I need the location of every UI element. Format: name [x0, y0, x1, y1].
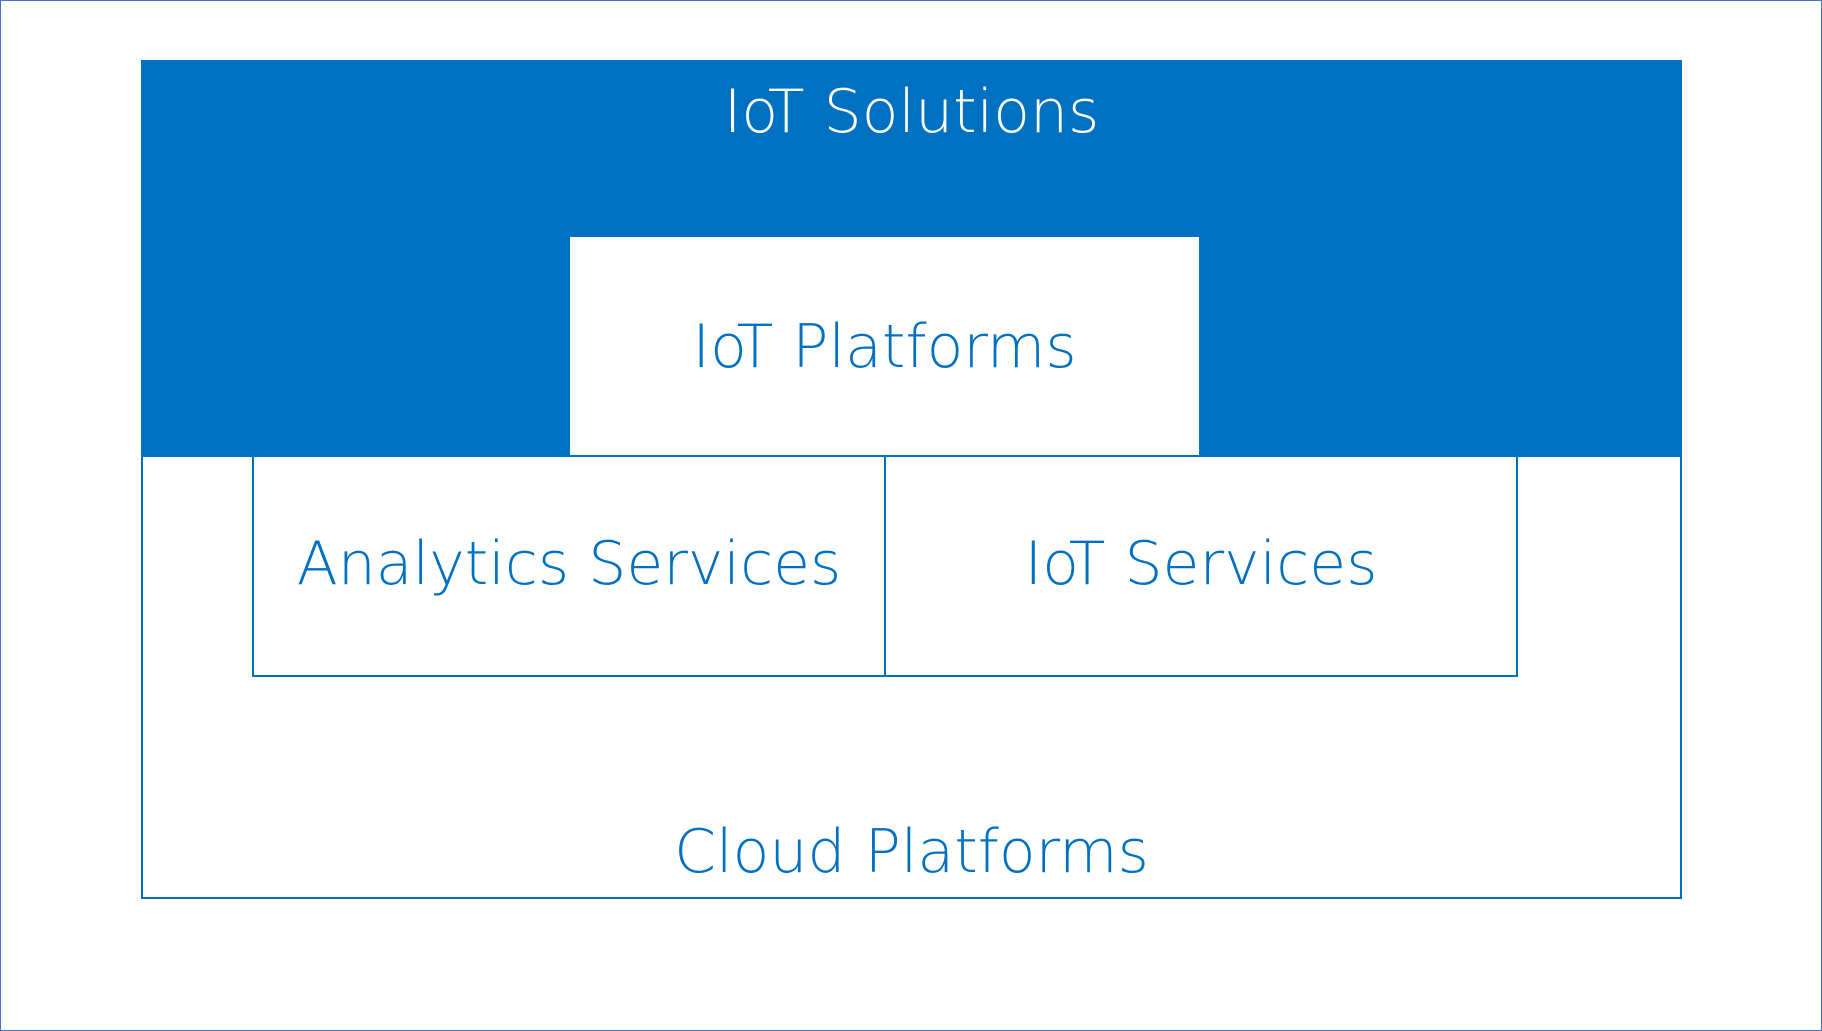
analytics-services-box: Analytics Services — [252, 455, 886, 677]
cloud-platforms-label: Cloud Platforms — [674, 817, 1149, 887]
analytics-services-label: Analytics Services — [296, 529, 842, 599]
iot-platforms-box: IoT Platforms — [568, 235, 1201, 457]
iot-solutions-label: IoT Solutions — [723, 77, 1100, 147]
iot-platforms-label: IoT Platforms — [692, 312, 1077, 382]
iot-services-label: IoT Services — [1024, 529, 1378, 599]
iot-services-box: IoT Services — [884, 455, 1518, 677]
